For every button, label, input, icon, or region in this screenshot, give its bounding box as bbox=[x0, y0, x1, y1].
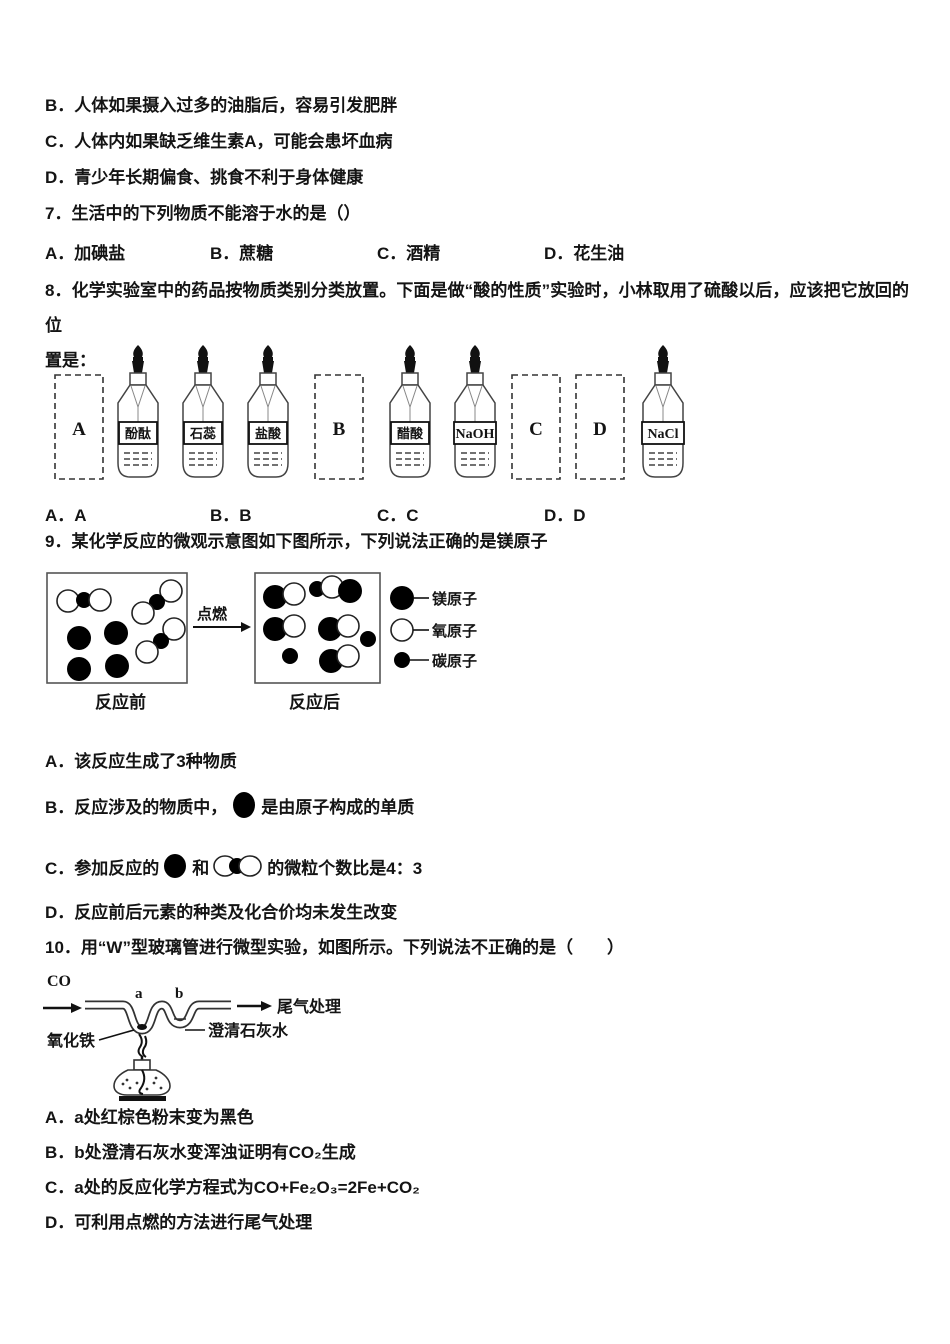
q10-option-a: A．a处红棕色粉末变为黑色 bbox=[45, 1108, 254, 1127]
q9-option-a: A．该反应生成了3种物质 bbox=[45, 752, 237, 771]
ignite-arrow: 点燃 bbox=[193, 605, 251, 632]
alcohol-lamp bbox=[113, 1056, 171, 1101]
q10-option-b: B．b处澄清石灰水变浑浊证明有CO₂生成 bbox=[45, 1143, 356, 1162]
carbon-atom-icon bbox=[394, 652, 410, 668]
tail-gas-arrow bbox=[261, 1001, 272, 1011]
q8-stem-line1: 8．化学实验室中的药品按物质类别分类放置。下面是做“酸的性质”实验时，小林取用了… bbox=[45, 281, 909, 335]
svg-text:D: D bbox=[593, 419, 607, 440]
q8-option-b: B．B bbox=[210, 506, 252, 525]
limewater-label: 澄清石灰水 bbox=[208, 1021, 289, 1040]
q9-micro-diagram: 点燃 镁原子 氧原子 bbox=[46, 572, 477, 684]
q10-option-c: C．a处的反应化学方程式为CO+Fe₂O₃=2Fe+CO₂ bbox=[45, 1178, 420, 1197]
q8-stem: 8．化学实验室中的药品按物质类别分类放置。下面是做“酸的性质”实验时，小林取用了… bbox=[45, 273, 909, 378]
reagent-bottle-shirui: 石蕊 bbox=[182, 345, 224, 478]
q10-w-tube-diagram: CO a b 尾气处理 氧化铁 澄清石灰水 bbox=[43, 973, 341, 1101]
q8-option-c: C．C bbox=[377, 506, 419, 525]
empty-slot-d: D bbox=[575, 374, 625, 480]
before-reaction-box bbox=[46, 572, 188, 684]
svg-text:A: A bbox=[72, 419, 86, 440]
lamp-base bbox=[119, 1096, 166, 1101]
reagent-bottle-fentai: 酚酞 bbox=[117, 345, 159, 478]
q6-option-c: C．人体内如果缺乏维生素A，可能会患坏血病 bbox=[45, 132, 393, 151]
q8-option-a: A．A bbox=[45, 506, 87, 525]
point-a-label: a bbox=[135, 986, 143, 1002]
q10-stem: 10．用“W”型玻璃管进行微型实验，如图所示。下列说法不正确的是（ ） bbox=[45, 938, 624, 957]
svg-text:盐酸: 盐酸 bbox=[255, 426, 282, 441]
svg-text:点燃: 点燃 bbox=[197, 605, 228, 623]
gas-in-label: CO bbox=[47, 973, 71, 990]
svg-text:石蕊: 石蕊 bbox=[189, 426, 216, 441]
q6-option-b: B．人体如果摄入过多的油脂后，容易引发肥胖 bbox=[45, 96, 398, 115]
iron-oxide-label: 氧化铁 bbox=[46, 1031, 95, 1050]
flame bbox=[137, 1033, 148, 1058]
point-b-label: b bbox=[175, 986, 183, 1002]
after-reaction-box bbox=[254, 572, 381, 684]
carbon-dioxide-molecule-icon bbox=[213, 855, 263, 877]
svg-text:B: B bbox=[333, 419, 346, 440]
reagent-bottle-nacl: NaCl bbox=[641, 345, 685, 478]
svg-text:酚酞: 酚酞 bbox=[125, 426, 152, 441]
q6-option-d: D．青少年长期偏食、挑食不利于身体健康 bbox=[45, 168, 364, 187]
q8-options: A．A B．B C．C D．D bbox=[0, 501, 950, 525]
empty-slot-c: C bbox=[511, 374, 561, 480]
q7-options: A．加碘盐 B．蔗糖 C．酒精 D．花生油 bbox=[0, 239, 950, 263]
gas-in-arrow bbox=[71, 1003, 82, 1013]
q9-option-c-prefix: C．参加反应的 bbox=[45, 858, 160, 878]
magnesium-atom-icon bbox=[164, 853, 187, 878]
q10-option-d: D．可利用点燃的方法进行尾气处理 bbox=[45, 1213, 313, 1232]
before-reaction-label: 反应前 bbox=[95, 693, 146, 712]
svg-text:碳原子: 碳原子 bbox=[432, 652, 477, 670]
iron-oxide-powder bbox=[137, 1024, 147, 1030]
q9-stem: 9．某化学反应的微观示意图如下图所示，下列说法正确的是镁原子 bbox=[45, 532, 548, 551]
atom-legend: 镁原子 氧原子 碳原子 bbox=[390, 586, 477, 670]
empty-slot-a: A bbox=[54, 374, 104, 480]
q7-option-b: B．蔗糖 bbox=[210, 244, 274, 263]
oxygen-atom-icon bbox=[390, 618, 414, 642]
svg-text:镁原子: 镁原子 bbox=[432, 590, 477, 608]
q8-stem-line2: 置是： bbox=[45, 351, 96, 370]
q7-option-d: D．花生油 bbox=[544, 244, 625, 263]
svg-text:醋酸: 醋酸 bbox=[397, 426, 424, 441]
svg-text:氧原子: 氧原子 bbox=[431, 622, 477, 640]
q9-option-c-suffix: 的微粒个数比是4：3 bbox=[267, 858, 423, 878]
magnesium-atom-icon bbox=[233, 792, 256, 818]
q7-option-c: C．酒精 bbox=[377, 244, 441, 263]
reagent-bottle-yansuan: 盐酸 bbox=[247, 345, 289, 478]
q9-option-c-mid: 和 bbox=[192, 858, 210, 878]
q9-option-b: B．反应涉及的物质中， 是由原子构成的单质 bbox=[45, 789, 414, 821]
magnesium-atom-icon bbox=[390, 586, 414, 610]
after-reaction-label: 反应后 bbox=[289, 693, 340, 712]
q7-stem: 7．生活中的下列物质不能溶于水的是（） bbox=[45, 204, 361, 223]
svg-text:NaCl: NaCl bbox=[647, 427, 678, 442]
q9-option-c: C．参加反应的 和 的微粒个数比是4：3 bbox=[45, 848, 422, 884]
q9-option-b-prefix: B．反应涉及的物质中， bbox=[45, 797, 228, 817]
reagent-bottle-naoh: NaOH bbox=[453, 345, 497, 478]
reagent-bottle-cusuan: 醋酸 bbox=[389, 345, 431, 478]
q9-option-d: D．反应前后元素的种类及化合价均未发生改变 bbox=[45, 903, 398, 922]
q8-option-d: D．D bbox=[544, 506, 586, 525]
q8-shelf-diagram: A B C D 酚酞 bbox=[54, 345, 685, 480]
empty-slot-b: B bbox=[314, 374, 364, 480]
q7-option-a: A．加碘盐 bbox=[45, 244, 126, 263]
q9-option-b-suffix: 是由原子构成的单质 bbox=[261, 797, 415, 817]
tail-gas-label: 尾气处理 bbox=[277, 997, 341, 1016]
svg-text:C: C bbox=[529, 419, 543, 440]
svg-text:NaOH: NaOH bbox=[456, 427, 495, 442]
